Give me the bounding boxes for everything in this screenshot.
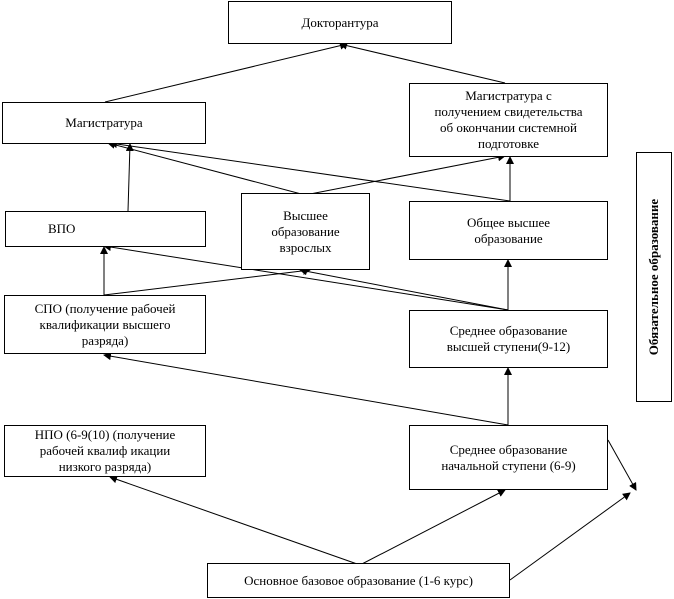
node-spo: СПО (получение рабочей квалификации высш… xyxy=(4,295,206,354)
arrow-secondaryinitial-to-side xyxy=(607,439,637,491)
side-label-box: Обязательное образование xyxy=(636,152,672,402)
node-doctorate-label: Докторантура xyxy=(301,14,379,30)
node-masters: Магистратура xyxy=(2,102,206,144)
node-npo-label: НПО (6-9(10) (получение рабочей квалиф и… xyxy=(34,427,176,474)
arrow-secondaryhigher-to-vpo xyxy=(103,243,509,311)
node-npo: НПО (6-9(10) (получение рабочей квалиф и… xyxy=(4,425,206,477)
arrow-masterscert-to-doctorate xyxy=(339,41,506,84)
arrow-basic-to-npo xyxy=(109,475,361,566)
node-vpo-label: ВПО xyxy=(48,221,76,236)
node-masters-cert: Магистратура с получением свидетельства … xyxy=(409,83,608,157)
arrow-secondaryinitial-to-spo xyxy=(103,352,509,426)
node-doctorate: Докторантура xyxy=(228,1,452,44)
arrow-basic-to-secondaryinitial xyxy=(359,489,506,566)
node-masters-cert-label: Магистратура с получением свидетельства … xyxy=(434,88,583,151)
node-vpo: ВПО xyxy=(5,211,206,247)
side-label: Обязательное образование xyxy=(646,198,661,356)
arrow-vpo-to-masters xyxy=(125,143,134,212)
node-secondary-higher-label: Среднее образование высшей ступени(9-12) xyxy=(446,323,571,354)
node-adult-higher-label: Высшее образование взрослых xyxy=(271,207,340,255)
arrow-secondaryhigher-to-adulthigher xyxy=(299,267,509,311)
node-adult-higher: Высшее образование взрослых xyxy=(241,193,370,270)
arrow-spo-to-adulthigher xyxy=(103,266,311,296)
node-basic-label: Основное базовое образование (1-6 курс) xyxy=(244,572,473,588)
arrow-generalhigher-to-masters xyxy=(109,140,511,202)
arrow-basic-to-side xyxy=(509,492,631,581)
node-basic: Основное базовое образование (1-6 курс) xyxy=(207,563,510,598)
node-spo-label: СПО (получение рабочей квалификации высш… xyxy=(34,300,176,348)
arrow-masters-to-doctorate xyxy=(104,41,348,103)
arrow-adulthigher-to-masters xyxy=(107,140,306,196)
node-general-higher-label: Общее высшее образование xyxy=(467,214,550,246)
node-secondary-initial: Среднее образование начальной ступени (6… xyxy=(409,425,608,490)
node-general-higher: Общее высшее образование xyxy=(409,201,608,260)
node-masters-label: Магистратура xyxy=(65,115,143,130)
node-secondary-initial-label: Среднее образование начальной ступени (6… xyxy=(441,441,576,473)
arrow-adulthigher-to-masterscert xyxy=(304,153,506,196)
node-secondary-higher: Среднее образование высшей ступени(9-12) xyxy=(409,310,608,368)
